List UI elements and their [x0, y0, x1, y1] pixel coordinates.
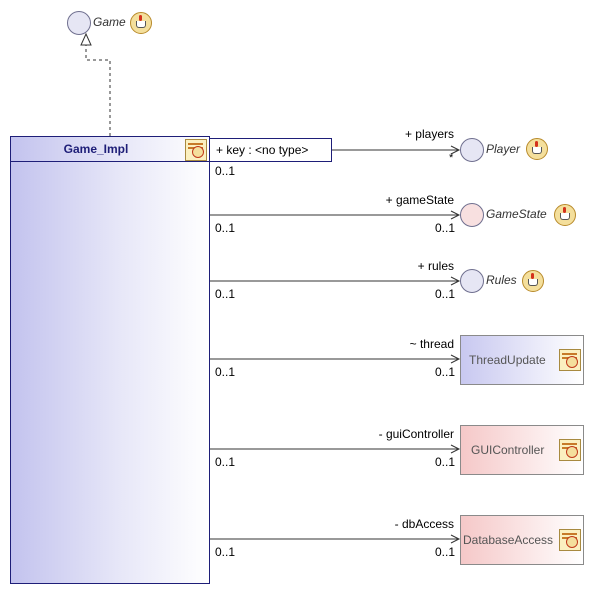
interface-gamestate-name: GameState	[486, 207, 547, 221]
interface-player[interactable]	[460, 138, 484, 162]
java-class-icon	[559, 439, 581, 461]
java-class-icon	[559, 529, 581, 551]
source-multiplicity: 0..1	[215, 221, 236, 235]
interface-game[interactable]	[67, 11, 91, 35]
class-header: Game_Impl	[11, 137, 209, 162]
open-arrow-icon	[450, 210, 461, 220]
class-game-impl[interactable]: Game_Impl	[10, 136, 210, 584]
interface-game-name: Game	[93, 15, 126, 29]
target-multiplicity: 0..1	[435, 545, 456, 559]
role-label: - guiController	[378, 427, 454, 441]
java-class-icon	[185, 139, 207, 161]
realization-line	[85, 45, 111, 136]
java-interface-icon	[554, 204, 576, 226]
java-class-icon	[559, 349, 581, 371]
class-guicontroller[interactable]: GUIController	[460, 425, 584, 475]
interface-gamestate[interactable]	[460, 203, 484, 227]
role-label: - dbAccess	[394, 517, 454, 531]
class-databaseaccess-name: DatabaseAccess	[463, 533, 554, 547]
role-label: + gameState	[385, 193, 454, 207]
role-label: + rules	[417, 259, 454, 273]
interface-rules-name: Rules	[486, 273, 517, 287]
qualifier-text: + key : <no type>	[216, 143, 309, 157]
open-arrow-icon	[450, 444, 461, 454]
open-arrow-icon	[450, 276, 461, 286]
target-multiplicity: 0..1	[435, 365, 456, 379]
open-arrow-icon	[450, 145, 461, 155]
source-multiplicity: 0..1	[215, 455, 236, 469]
open-arrow-icon	[450, 534, 461, 544]
class-threadupdate-name: ThreadUpdate	[469, 353, 546, 367]
interface-rules[interactable]	[460, 269, 484, 293]
qualifier-box[interactable]: + key : <no type>	[209, 138, 332, 162]
class-title: Game_Impl	[63, 142, 129, 156]
source-multiplicity: 0..1	[215, 545, 236, 559]
java-interface-icon	[522, 270, 544, 292]
java-interface-icon	[130, 12, 152, 34]
source-multiplicity: 0..1	[215, 365, 236, 379]
java-interface-icon	[526, 138, 548, 160]
target-multiplicity: 0..1	[435, 287, 456, 301]
target-multiplicity: 0..1	[435, 221, 456, 235]
interface-player-name: Player	[486, 142, 521, 156]
qualifier-multiplicity: 0..1	[215, 164, 236, 178]
target-multiplicity: *	[449, 152, 454, 164]
class-guicontroller-name: GUIController	[471, 443, 545, 457]
open-arrow-icon	[450, 354, 461, 364]
source-multiplicity: 0..1	[215, 287, 236, 301]
role-label: + players	[404, 127, 454, 141]
class-databaseaccess[interactable]: DatabaseAccess	[460, 515, 584, 565]
class-threadupdate[interactable]: ThreadUpdate	[460, 335, 584, 385]
target-multiplicity: 0..1	[435, 455, 456, 469]
realization-arrow-icon	[80, 32, 92, 46]
role-label: ~ thread	[409, 337, 454, 351]
